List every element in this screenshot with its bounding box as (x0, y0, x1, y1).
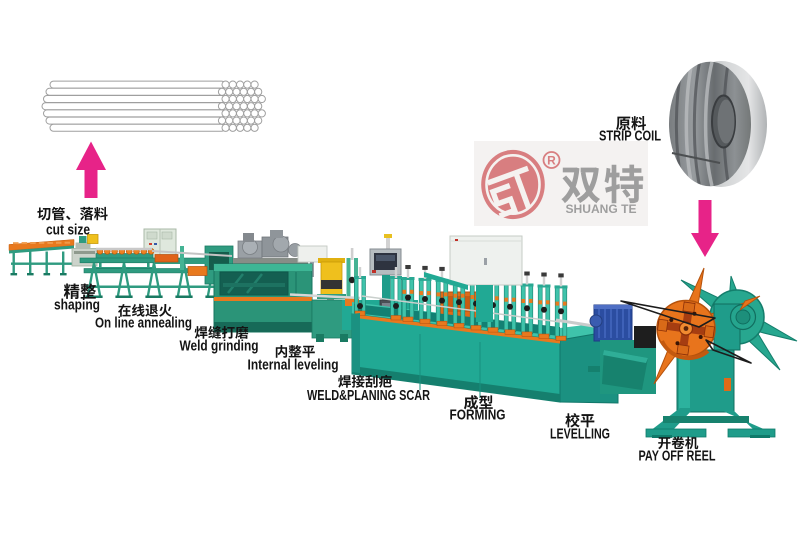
svg-text:SHUANG TE: SHUANG TE (566, 202, 637, 216)
svg-text:Internal leveling: Internal leveling (248, 358, 339, 374)
svg-text:On line annealing: On line annealing (95, 316, 192, 332)
svg-text:PAY OFF REEL: PAY OFF REEL (639, 449, 716, 465)
svg-text:LEVELLING: LEVELLING (550, 427, 610, 443)
svg-text:FORMING: FORMING (450, 408, 506, 424)
svg-text:cut size: cut size (46, 223, 90, 239)
svg-text:WELD&PLANING SCAR: WELD&PLANING SCAR (307, 388, 430, 404)
svg-text:STRIP COIL: STRIP COIL (599, 129, 661, 145)
svg-text:Weld grinding: Weld grinding (180, 339, 259, 355)
svg-text:R: R (547, 154, 556, 168)
svg-text:shaping: shaping (54, 298, 100, 314)
